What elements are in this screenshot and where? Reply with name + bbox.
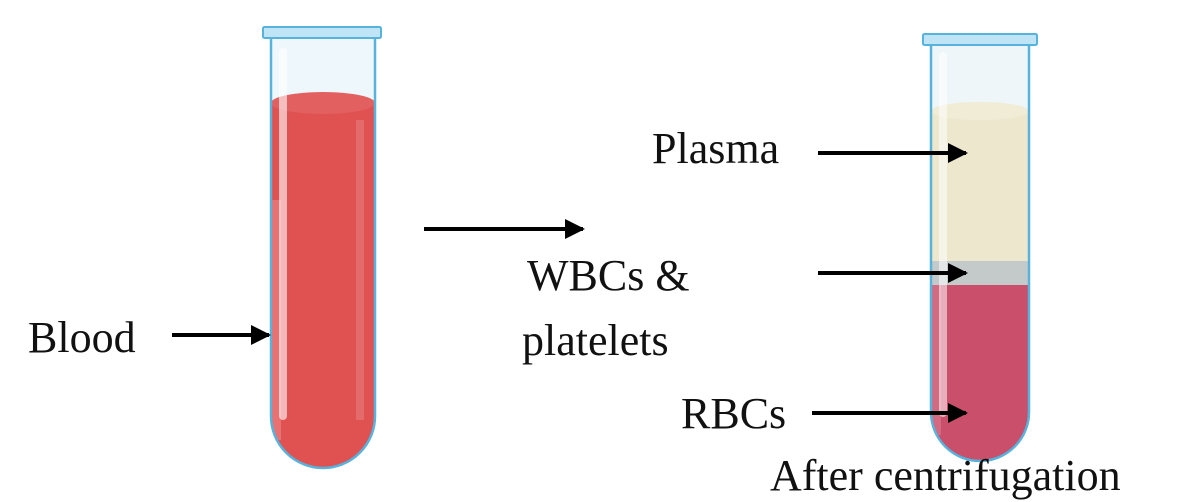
rbc-label: RBCs: [681, 389, 786, 438]
wbc-label-line1: WBCs &: [527, 251, 690, 300]
blood-label: Blood: [28, 313, 136, 362]
centrifuged-tube: [922, 33, 1038, 463]
wbc-label-line2: platelets: [522, 316, 669, 365]
blood-tube: [262, 26, 382, 470]
after-centrifugation-label: After centrifugation: [770, 451, 1121, 500]
plasma-label: Plasma: [652, 124, 779, 173]
